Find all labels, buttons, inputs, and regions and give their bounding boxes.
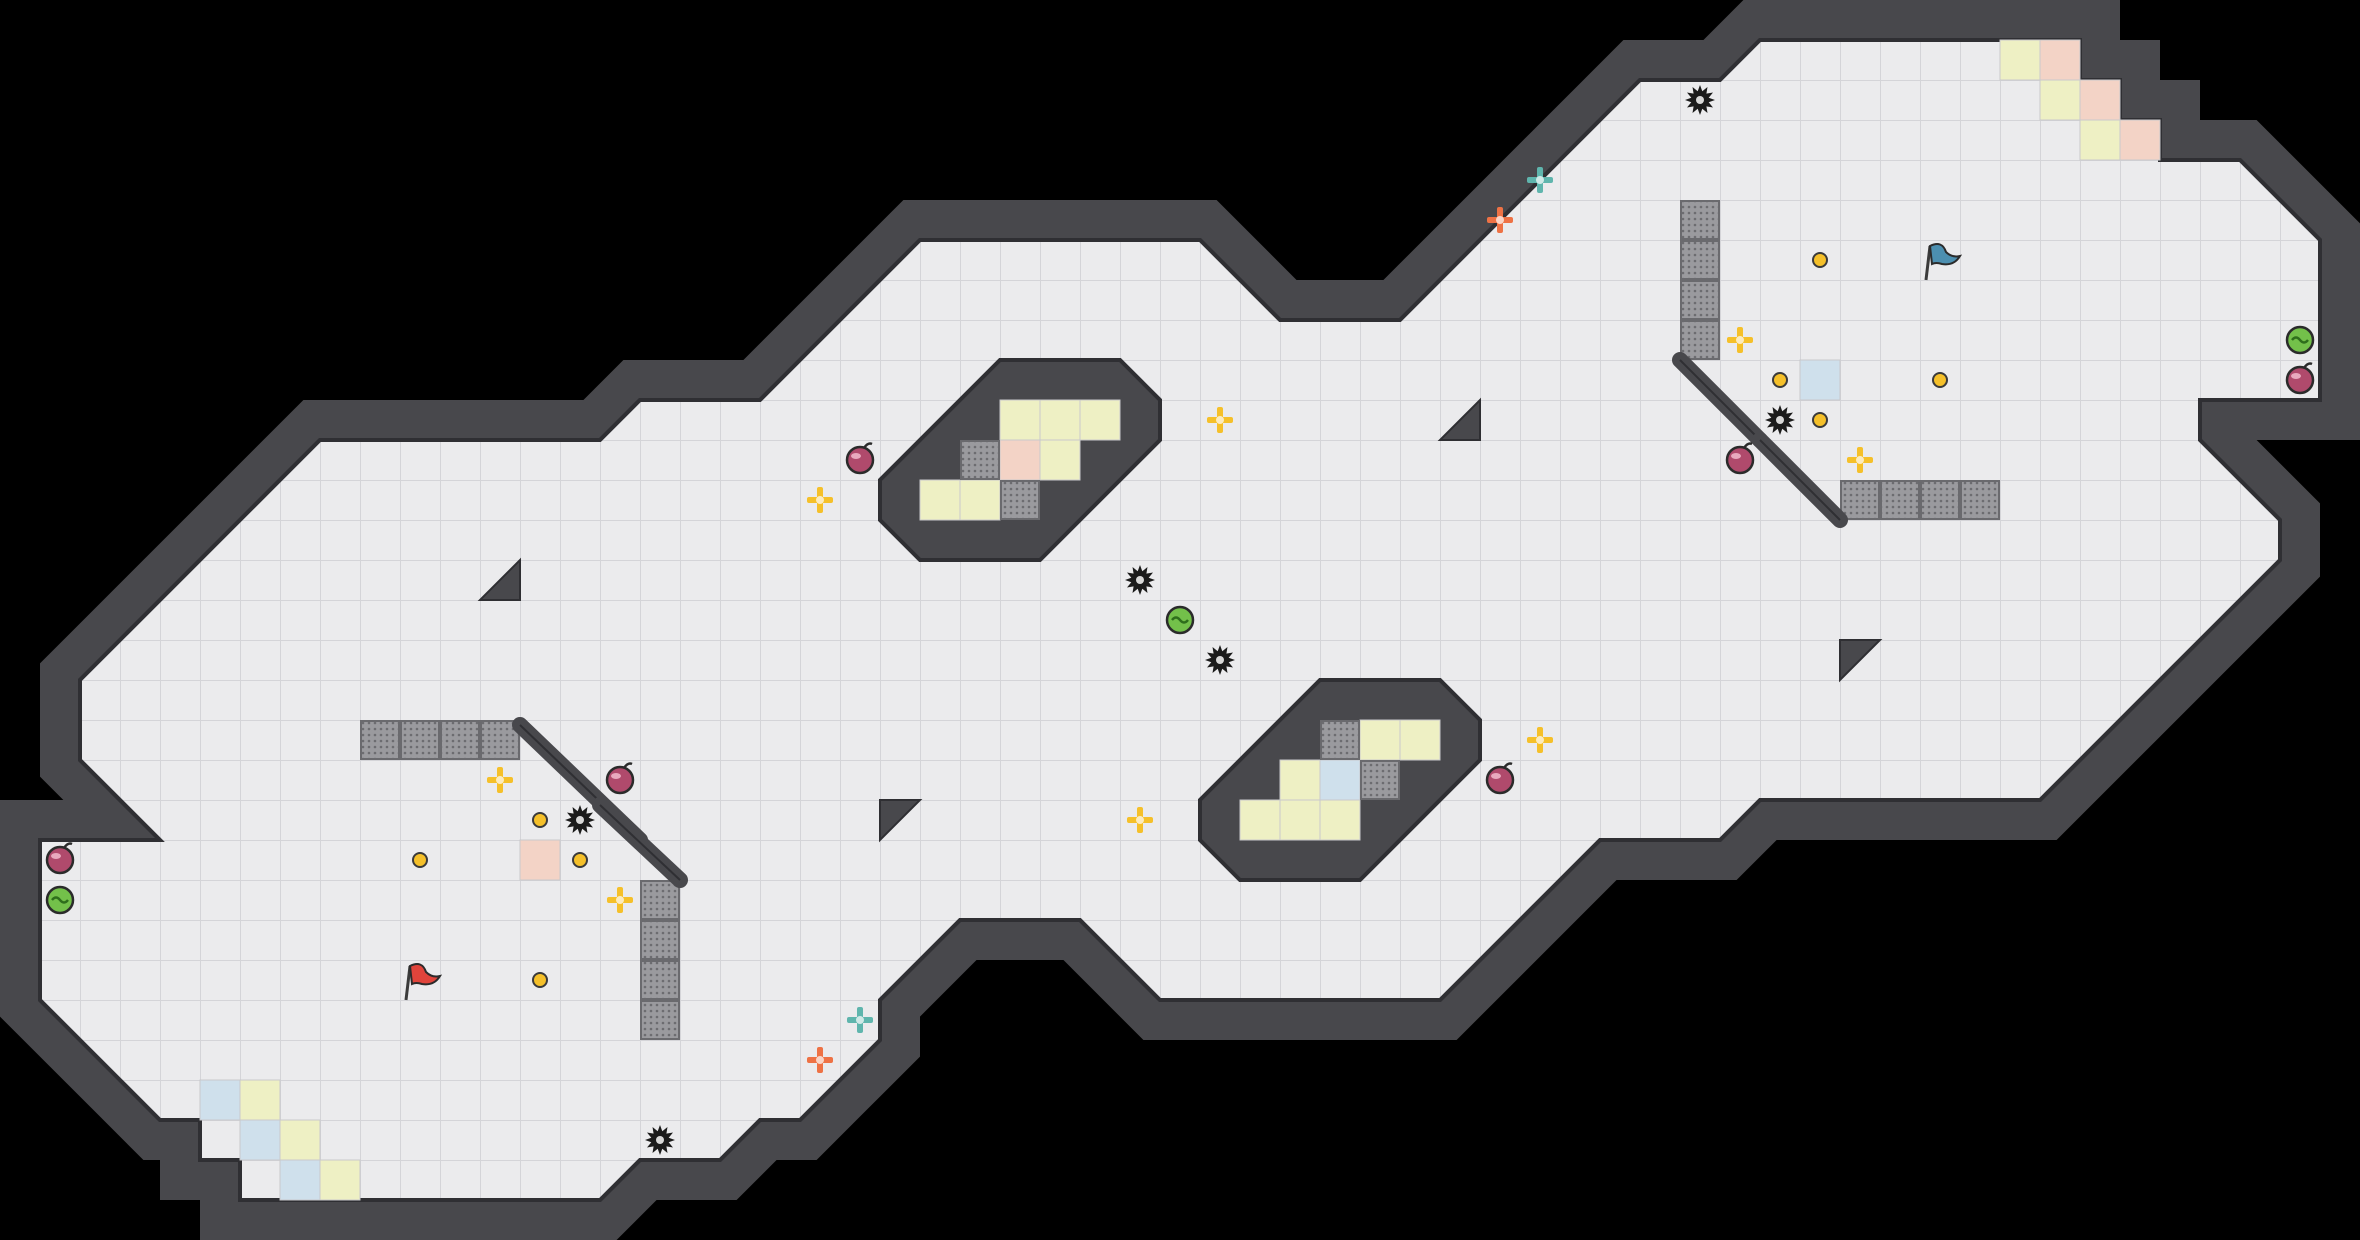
blue-flag-icon [1924,243,1963,281]
powerup-plus-icon [1487,207,1513,233]
boost-icon [572,852,588,868]
color-tile [1239,799,1281,841]
boost-icon [1812,412,1828,428]
boost-icon [532,812,548,828]
gray-block [440,720,480,760]
bomb-icon [45,842,75,875]
gray-block [1000,480,1040,520]
color-tile [1799,359,1841,401]
boost-icon [1812,252,1828,268]
color-tile [279,1159,321,1201]
powerup-plus-icon [487,767,513,793]
color-tile [199,1079,241,1121]
spike-icon [1205,645,1235,675]
gray-block [1880,480,1920,520]
gray-block [1680,240,1720,280]
color-tile [239,1119,281,1161]
color-tile [1279,799,1321,841]
wall-triangle [1437,397,1481,441]
gray-block [640,1000,680,1040]
bomb-icon [1725,442,1755,475]
gray-block [1680,200,1720,240]
color-tile [1079,399,1121,441]
color-tile [319,1159,361,1201]
gray-block [1840,480,1880,520]
powerup-plus-icon [1847,447,1873,473]
gray-block [640,920,680,960]
color-tile [1039,399,1081,441]
powerup-plus-icon [1207,407,1233,433]
color-tile [1399,719,1441,761]
color-tile [2119,119,2161,161]
diagonal-wall-edge [1679,359,1761,441]
juke-juice-icon [45,885,75,915]
boost-icon [412,852,428,868]
color-tile [919,479,961,521]
wall-triangle [1839,639,1883,683]
powerup-plus-icon [607,887,633,913]
color-tile [2039,39,2081,81]
color-tile [239,1079,281,1121]
color-tile [1999,39,2041,81]
gray-block [1960,480,2000,520]
spike-icon [645,1125,675,1155]
color-tile [519,839,561,881]
bomb-icon [2285,362,2315,395]
color-tile [1039,439,1081,481]
juke-juice-icon [1165,605,1195,635]
color-tile [1279,759,1321,801]
bomb-icon [1485,762,1515,795]
color-tile [999,439,1041,481]
gray-block [1680,320,1720,360]
gray-block [1360,760,1400,800]
powerup-plus-icon [847,1007,873,1033]
gray-block [1320,720,1360,760]
diagonal-wall-edge [599,804,681,881]
color-tile [959,479,1001,521]
gray-block [1920,480,1960,520]
diagonal-wall-edge [1759,439,1841,521]
spike-icon [1685,85,1715,115]
wall-triangle [879,799,923,843]
boost-icon [1772,372,1788,388]
powerup-plus-icon [1527,727,1553,753]
color-tile [2079,79,2121,121]
bomb-icon [845,442,875,475]
gray-block [640,880,680,920]
spike-icon [565,805,595,835]
gray-block [400,720,440,760]
spike-icon [1765,405,1795,435]
gray-block [360,720,400,760]
color-tile [279,1119,321,1161]
color-tile [1319,799,1361,841]
spike-icon [1125,565,1155,595]
gray-block [640,960,680,1000]
gray-block [1680,280,1720,320]
powerup-plus-icon [1527,167,1553,193]
powerup-plus-icon [807,487,833,513]
red-flag-icon [404,963,443,1001]
wall-triangle [477,557,521,601]
boost-icon [1932,372,1948,388]
powerup-plus-icon [1727,327,1753,353]
color-tile [1319,759,1361,801]
color-tile [2079,119,2121,161]
color-tile [999,399,1041,441]
gray-block [960,440,1000,480]
powerup-plus-icon [1127,807,1153,833]
boost-icon [532,972,548,988]
juke-juice-icon [2285,325,2315,355]
powerup-plus-icon [807,1047,833,1073]
color-tile [1359,719,1401,761]
bomb-icon [605,762,635,795]
color-tile [2039,79,2081,121]
